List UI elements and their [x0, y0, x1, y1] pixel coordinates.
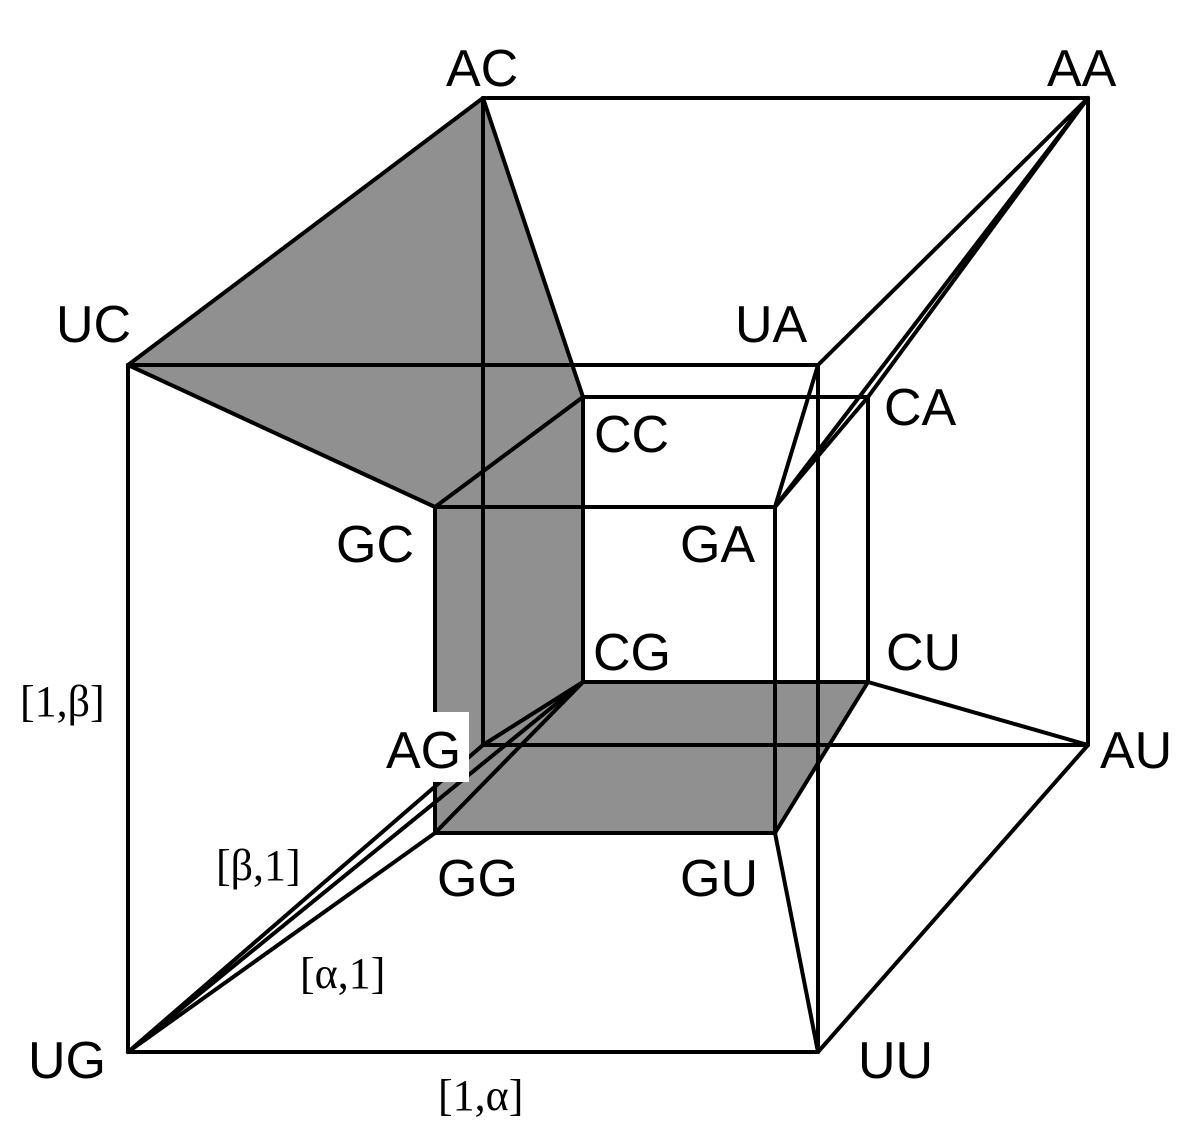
edge-ag-cg: [481, 680, 585, 747]
vertex-label-aa: AA: [1047, 40, 1117, 98]
edge-label-beta-one: [β,1]: [216, 841, 301, 890]
face-ac-uc-gc-cc: [128, 98, 583, 507]
vertex-labels: AC AA UC UA CC CA GC GA CG CU AG AU GG G…: [28, 40, 1172, 1090]
edge-label-one-alpha: [1,α]: [438, 1071, 523, 1120]
vertex-label-cu: CU: [886, 624, 961, 682]
edge-ac-uc: [126, 96, 485, 367]
edge-aa-ua: [816, 96, 1090, 367]
vertex-label-ag: AG: [386, 722, 461, 780]
ag-label-backdrop: [383, 712, 469, 782]
edge-uc-gc: [126, 363, 437, 509]
face-gg-cg-cu-gu: [435, 682, 868, 833]
vertex-label-ca: CA: [884, 379, 957, 437]
edge-labels: [1,β] [β,1] [α,1] [1,α]: [20, 677, 523, 1120]
vertex-label-gu: GU: [680, 850, 758, 908]
edge-label-one-beta: [1,β]: [20, 677, 105, 726]
vertex-label-au: AU: [1100, 722, 1172, 780]
edge-au-uu: [816, 743, 1090, 1054]
vertex-label-cg: CG: [593, 624, 671, 682]
edge-label-alpha-one: [α,1]: [300, 949, 385, 998]
vertex-label-ug: UG: [28, 1032, 106, 1090]
vertex-label-gc: GC: [336, 516, 414, 574]
edge-ua-gu: [773, 363, 820, 509]
edge-cc-gc: [433, 395, 585, 509]
edges: [126, 96, 1090, 1054]
vertex-label-ac: AC: [446, 40, 518, 98]
vertex-label-uu: UU: [858, 1032, 933, 1090]
edge-cg-gg: [433, 680, 585, 835]
edge-ag-ug: [126, 743, 485, 1054]
edge-aa-ga: [773, 96, 1090, 509]
vertex-label-uc: UC: [56, 296, 131, 354]
edge-au-cu: [866, 680, 1090, 747]
vertex-label-ua: UA: [735, 296, 808, 354]
vertex-label-cc: CC: [594, 406, 669, 464]
edge-ac-cc: [481, 96, 585, 399]
edge-cu-gu: [773, 680, 870, 835]
vertex-label-ga: GA: [680, 516, 755, 574]
edge-uu-gu: [773, 831, 820, 1054]
shaded-faces: [128, 98, 868, 833]
edge-ug-cg: [126, 680, 585, 1054]
vertex-label-gg: GG: [437, 850, 518, 908]
edge-ug-gg: [126, 831, 437, 1054]
